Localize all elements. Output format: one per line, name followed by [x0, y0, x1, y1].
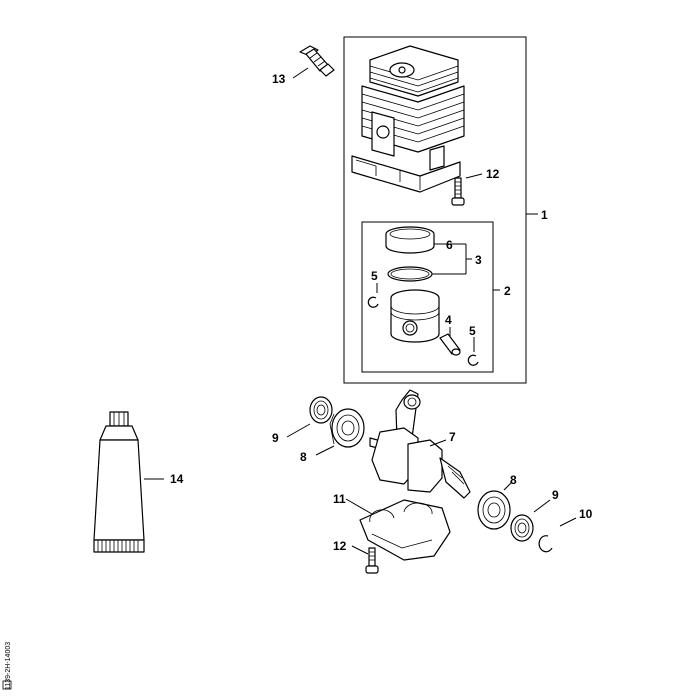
decompression-valve-part[interactable]	[299, 45, 335, 77]
label-part-6: 6	[446, 238, 453, 252]
label-part-4: 4	[445, 313, 452, 327]
label-part-8-right: 8	[510, 473, 517, 487]
cylinder-part[interactable]	[351, 45, 465, 193]
grease-tube-part[interactable]	[93, 411, 145, 553]
oil-seal-right-part[interactable]	[510, 514, 534, 542]
label-part-11: 11	[333, 492, 346, 506]
cylinder-assembly-box	[343, 36, 527, 384]
label-part-5-right: 5	[469, 324, 476, 338]
circlip-right-part[interactable]	[467, 354, 479, 366]
piston-ring-band-part[interactable]	[385, 226, 435, 254]
label-part-12-upper: 12	[486, 167, 500, 181]
crankcase-bottom-part[interactable]	[359, 499, 451, 561]
reference-code: 1139-2H-14003	[5, 642, 12, 690]
snap-ring-part[interactable]	[538, 535, 553, 553]
label-part-9-right: 9	[552, 488, 559, 502]
part-labels: 13 12 1 6 3 5 2 4 5 9 7 8 14 8 11 9 10 1…	[170, 72, 593, 553]
screw-lower-part[interactable]	[365, 547, 379, 574]
label-part-8-left: 8	[300, 450, 307, 464]
label-part-14: 14	[170, 472, 184, 486]
screw-upper-part[interactable]	[451, 177, 465, 206]
ball-bearing-right-part[interactable]	[477, 490, 511, 530]
crankshaft-part[interactable]	[369, 389, 471, 499]
label-part-7: 7	[449, 430, 456, 444]
label-part-5-left: 5	[371, 269, 378, 283]
ball-bearing-left-part[interactable]	[329, 408, 365, 448]
label-part-2: 2	[504, 284, 511, 298]
label-part-9-left: 9	[272, 431, 279, 445]
piston-ring-inner-edge	[390, 268, 430, 280]
label-part-10: 10	[579, 507, 593, 521]
label-part-1: 1	[541, 208, 548, 222]
label-part-12-lower: 12	[333, 539, 347, 553]
label-part-3: 3	[475, 253, 482, 267]
circlip-left-part[interactable]	[367, 296, 379, 308]
piston-pin-part[interactable]	[439, 333, 461, 356]
label-part-13: 13	[272, 72, 286, 86]
leader-lines	[144, 67, 577, 555]
piston-part[interactable]	[390, 289, 440, 343]
reference-code-box	[2, 680, 12, 690]
piston-assembly-box	[361, 221, 494, 373]
oil-seal-left-part[interactable]	[309, 396, 333, 424]
